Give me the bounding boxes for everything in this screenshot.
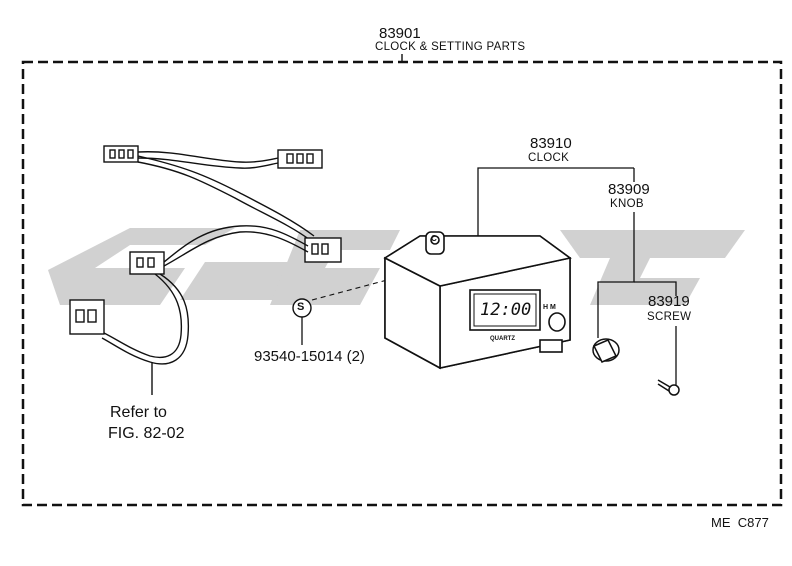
assembly-part-number: 83901 <box>379 25 421 42</box>
reference-line-1: Refer to <box>110 404 167 421</box>
knob-part <box>592 338 620 363</box>
connector-top-left <box>103 145 139 163</box>
clock-unit <box>383 231 572 370</box>
knob-part-name: KNOB <box>610 198 644 210</box>
wire-harness <box>69 145 342 395</box>
fastener-part-number: 93540-15014 (2) <box>254 348 365 365</box>
assembly-name: CLOCK & SETTING PARTS <box>375 41 526 53</box>
screw-part-number: 83919 <box>648 293 690 310</box>
connector-middle <box>304 237 342 263</box>
reference-line-2: FIG. 82-02 <box>108 425 185 442</box>
clock-part-number: 83910 <box>530 135 572 152</box>
knob-leader <box>597 212 635 338</box>
fastener-callout-symbol: S <box>297 301 305 313</box>
screw-part-name: SCREW <box>647 311 692 323</box>
connector-top-right <box>277 149 323 169</box>
clock-knob-hole <box>548 312 566 332</box>
leader-lines <box>477 167 677 386</box>
catalog-code: ME C877 <box>711 515 769 530</box>
knob-part-number: 83909 <box>608 181 650 198</box>
screw-part <box>657 379 680 396</box>
connector-left-middle <box>129 251 165 275</box>
clock-brand: QUARTZ <box>490 336 515 342</box>
clock-leader <box>477 167 634 236</box>
clock-part-name: CLOCK <box>528 152 570 164</box>
connector-bottom-left <box>69 299 105 335</box>
bracket-mark: C <box>431 234 437 243</box>
screw-leader <box>634 281 677 296</box>
clock-display-time: 12:00 <box>480 300 532 320</box>
clock-buttons-label: H M <box>543 304 556 311</box>
